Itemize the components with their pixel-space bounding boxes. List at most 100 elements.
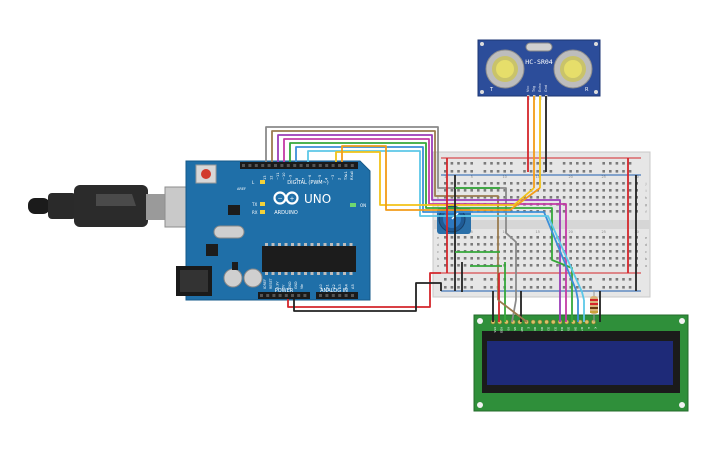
lcd-pin-label: D1 (540, 327, 544, 331)
breadboard-column-number: 10 (502, 175, 506, 179)
digital-pin-label: ~3 (331, 175, 335, 180)
digital-pin-label: 2 (337, 178, 341, 180)
usb-cable (28, 185, 202, 228)
analog-pin-label: A1 (325, 284, 329, 289)
l-led-label: L (252, 180, 255, 185)
sensor-name-label: HC-SR04 (525, 58, 552, 66)
breadboard-row-letter: c (645, 249, 647, 254)
wire-d8-green (289, 142, 573, 300)
breadboard-row-letter: c (437, 249, 439, 254)
wire-d3-yellow (335, 151, 535, 206)
breadboard-row-letter: e (437, 235, 440, 240)
breadboard-row-letter: b (437, 256, 440, 261)
lcd-pin (584, 319, 590, 325)
wire-d10-purple (277, 134, 561, 300)
sensor-pin-label: Vcc (526, 86, 530, 92)
wire-lcd-rs (511, 299, 517, 323)
crystal-oscillator (525, 42, 553, 52)
lcd-pin (550, 319, 556, 325)
breadboard-column-number: 10 (502, 230, 506, 234)
digital-pin-label: ~11 (276, 172, 280, 180)
breadboard-column-number: 5 (471, 230, 473, 234)
power-header (258, 292, 310, 299)
digital-header-label: DIGITAL (PWM~) (287, 180, 329, 186)
wire-d5-cyan (307, 150, 585, 301)
breadboard-row-letter: e (645, 235, 648, 240)
lcd-pin-label: K (594, 327, 598, 329)
lcd-pin-label: VSS (493, 327, 497, 333)
analog-pin-label: A4 (345, 284, 349, 289)
analog-pin-label: A3 (338, 284, 342, 289)
digital-pin-label: 8 (295, 177, 299, 180)
wire-d2-orange (341, 145, 541, 211)
breadboard-row-letter: g (645, 202, 648, 207)
digital-pin-label: 7 (301, 178, 305, 180)
lcd-pin-label: D6 (573, 327, 577, 331)
wire-5v-red (287, 272, 441, 308)
receiver-transducer (553, 49, 593, 89)
digital-pin-label: 12 (269, 175, 273, 180)
digital-pin-label: 4 (325, 177, 329, 180)
power-pin-label: GND (294, 281, 298, 289)
board-model-label: UNO (304, 192, 331, 206)
lcd-pin-label: D0 (533, 327, 537, 331)
digital-pin-label: RX◂0 (350, 170, 354, 180)
wire-d9-magenta (283, 138, 567, 300)
breadboard-row-letter: j (644, 181, 646, 186)
lcd-pin (544, 319, 549, 325)
breadboard-column-number: 20 (568, 175, 572, 179)
transmitter-transducer (485, 49, 525, 89)
lcd-pin (530, 319, 536, 325)
sensor-pin-label: Trig (532, 86, 536, 93)
power-pin-label: Vin (300, 284, 304, 289)
transmitter-label: T (489, 87, 494, 93)
l-led (260, 180, 265, 184)
power-pin-label: RESET (269, 277, 273, 289)
lcd-pin-label: V0 (506, 327, 510, 331)
breadboard-row-letter: d (437, 242, 440, 247)
breadboard-row-letter: a (437, 263, 439, 268)
power-pin-label: IOREF (263, 279, 267, 289)
tx-led (260, 202, 265, 206)
breadboard-row-letter: h (645, 195, 648, 200)
digital-pin-label: ~6 (308, 174, 312, 180)
on-led-label: ON (360, 203, 366, 208)
breadboard-column-number: 15 (535, 175, 539, 179)
breadboard-row-letter: h (437, 195, 440, 200)
sensor-pin-label: Echo (538, 84, 542, 93)
analog-header (316, 292, 358, 299)
lcd-screen (487, 341, 673, 385)
arduino-logo-text: ARDUINO (274, 210, 298, 216)
breadboard-row-letter: f (645, 209, 647, 214)
breadboard-row-letter: a (645, 263, 647, 268)
digital-pin-label: 13 (263, 175, 267, 180)
digital-pin-label: ~5 (318, 175, 322, 180)
power-pin-label: GND (288, 281, 292, 289)
lcd-pin-label: D2 (547, 327, 551, 331)
breadboard-column-number: 20 (568, 230, 572, 234)
breadboard-row-letter: d (645, 242, 648, 247)
breadboard-column-number: 25 (601, 230, 605, 234)
wire-lcd-e (497, 299, 528, 323)
digital-pin-label: ~9 (289, 174, 293, 180)
analog-header-label: ANALOG IN (320, 288, 348, 294)
reset-button[interactable] (201, 169, 211, 179)
digital-pin-label: ~10 (282, 172, 286, 180)
rx-led-label: RX (252, 210, 258, 215)
receiver-label: R (585, 87, 589, 93)
lcd-pin (537, 319, 543, 325)
breadboard: 115510101515202025253030 jjiihhggffeeddc… (432, 151, 651, 298)
aref-label: AREF (237, 187, 246, 191)
wire-d7-blue (295, 146, 579, 301)
lcd-pin-label: E (527, 327, 531, 329)
lcd-pin-label: VDD (500, 327, 504, 333)
sensor-pin-label: Gnd (544, 85, 548, 92)
power-header-label: POWER (275, 288, 294, 294)
breadboard-row-letter: i (437, 188, 438, 193)
lcd-pin-label: D7 (580, 327, 584, 331)
digital-header (240, 162, 358, 169)
analog-pin-label: A0 (319, 284, 323, 289)
analog-pin-label: A2 (332, 284, 336, 289)
